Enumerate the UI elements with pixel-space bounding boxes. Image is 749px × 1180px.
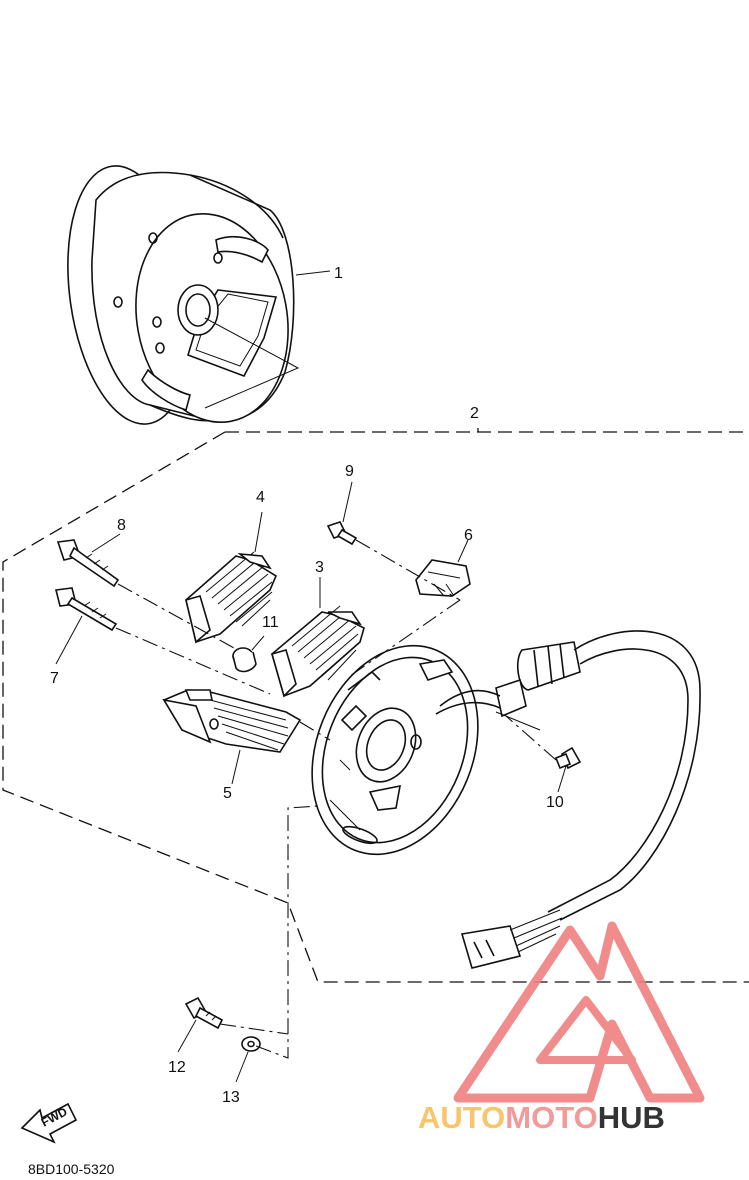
coil-3 bbox=[271, 577, 365, 698]
callout-labels: 1 2 3 4 5 6 7 8 9 10 11 12 13 bbox=[50, 265, 564, 1106]
callout-5: 5 bbox=[223, 785, 232, 802]
callout-3: 3 bbox=[315, 559, 324, 576]
wiring-harness bbox=[435, 630, 701, 969]
automotohub-watermark-logo bbox=[453, 921, 705, 1103]
svg-text:AUTOMOTOHUB: AUTOMOTOHUB bbox=[418, 1100, 665, 1135]
callout-9: 9 bbox=[345, 463, 354, 480]
callout-12: 12 bbox=[168, 1059, 186, 1076]
callout-4: 4 bbox=[256, 489, 265, 506]
callout-8: 8 bbox=[117, 517, 126, 534]
callout-2: 2 bbox=[470, 405, 479, 422]
watermark-auto: AUTO bbox=[418, 1100, 505, 1135]
callout-10: 10 bbox=[546, 794, 564, 811]
bolt-7 bbox=[55, 587, 118, 665]
spacer-11 bbox=[232, 635, 265, 673]
callout-7: 7 bbox=[50, 670, 59, 687]
screw-9 bbox=[326, 481, 358, 546]
callout-6: 6 bbox=[464, 527, 473, 544]
pickup-coil-5 bbox=[162, 689, 302, 785]
automotohub-watermark-text: AUTOMOTOHUB bbox=[418, 1100, 665, 1135]
bolt-8 bbox=[56, 533, 121, 588]
stator-plate bbox=[311, 644, 479, 856]
washer-13 bbox=[235, 1036, 261, 1083]
coil-4 bbox=[185, 511, 278, 644]
rotor-flywheel bbox=[67, 165, 331, 425]
watermark-hub: HUB bbox=[598, 1100, 665, 1135]
callout-13: 13 bbox=[222, 1089, 240, 1106]
screw-10 bbox=[554, 746, 582, 793]
watermark-moto: MOTO bbox=[505, 1100, 597, 1135]
callout-11: 11 bbox=[262, 614, 279, 631]
screw-12 bbox=[177, 996, 224, 1053]
forward-arrow-icon: FWD bbox=[20, 1102, 78, 1144]
stator-assembly-boundary bbox=[2, 428, 749, 983]
assembly-lines bbox=[115, 539, 557, 1059]
callout-1: 1 bbox=[334, 265, 343, 282]
drawing-code: 8BD100-5320 bbox=[28, 1161, 115, 1177]
connector-6 bbox=[415, 539, 471, 597]
